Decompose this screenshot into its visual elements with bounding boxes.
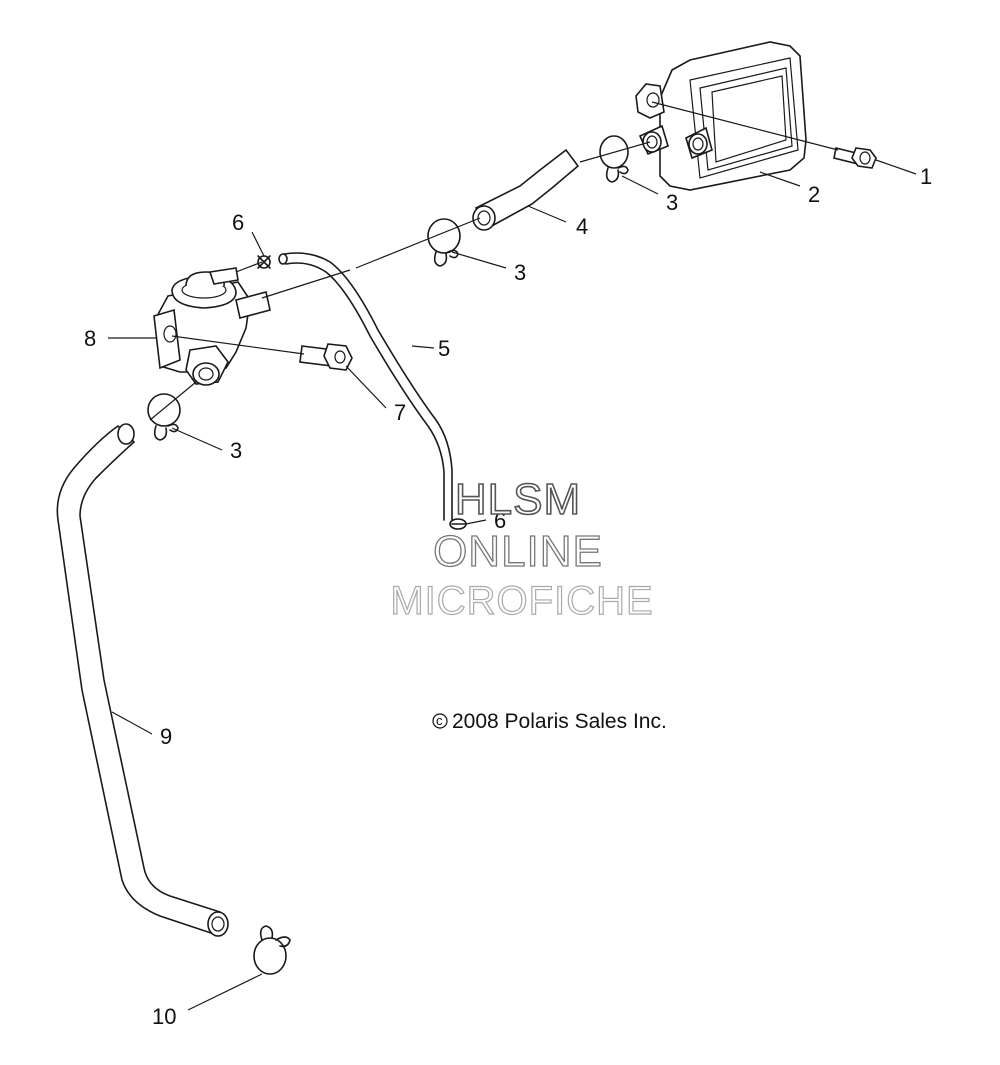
callout-9: 9 (160, 724, 172, 749)
callout-3-upper: 3 (666, 190, 678, 215)
part-3-clamp-middle (427, 218, 461, 267)
watermark-line-2: ONLINE (433, 527, 603, 576)
part-10-clamp (253, 925, 291, 975)
callout-5: 5 (438, 336, 450, 361)
copyright-symbol: c (436, 713, 443, 728)
callout-1: 1 (920, 164, 932, 189)
callout-10: 10 (152, 1004, 176, 1029)
part-3-clamp-upper (599, 135, 629, 183)
part-7-bolt (299, 343, 353, 371)
callout-8: 8 (84, 326, 96, 351)
callout-6-upper: 6 (232, 210, 244, 235)
callout-numbers: 1 2 3 4 3 6 8 5 7 3 6 9 10 (84, 164, 932, 1029)
copyright-circle (432, 713, 448, 729)
assembly-lines (149, 101, 839, 421)
callout-2: 2 (808, 182, 820, 207)
part-3-clamp-lower (147, 393, 181, 441)
copyright: c 2008 Polaris Sales Inc. (432, 710, 667, 733)
watermark-line-3: MICROFICHE (390, 579, 653, 623)
watermark: HLSM ONLINE MICROFICHE (390, 474, 654, 623)
watermark-line-1: HLSM (455, 475, 581, 524)
part-1-bolt (833, 147, 877, 169)
callout-7: 7 (394, 400, 406, 425)
part-4-hose (472, 148, 580, 231)
callout-3-middle: 3 (514, 260, 526, 285)
part-5-vacuum-line (278, 252, 453, 521)
part-2-canister (635, 41, 807, 191)
callout-6-lower: 6 (494, 508, 506, 533)
part-8-valve (153, 267, 271, 386)
callout-4: 4 (576, 214, 588, 239)
part-9-hose (56, 423, 229, 937)
copyright-text: 2008 Polaris Sales Inc. (452, 710, 667, 733)
callout-3-lower: 3 (230, 438, 242, 463)
callout-leaders (108, 159, 917, 1011)
part-6-clip-upper (257, 255, 271, 269)
